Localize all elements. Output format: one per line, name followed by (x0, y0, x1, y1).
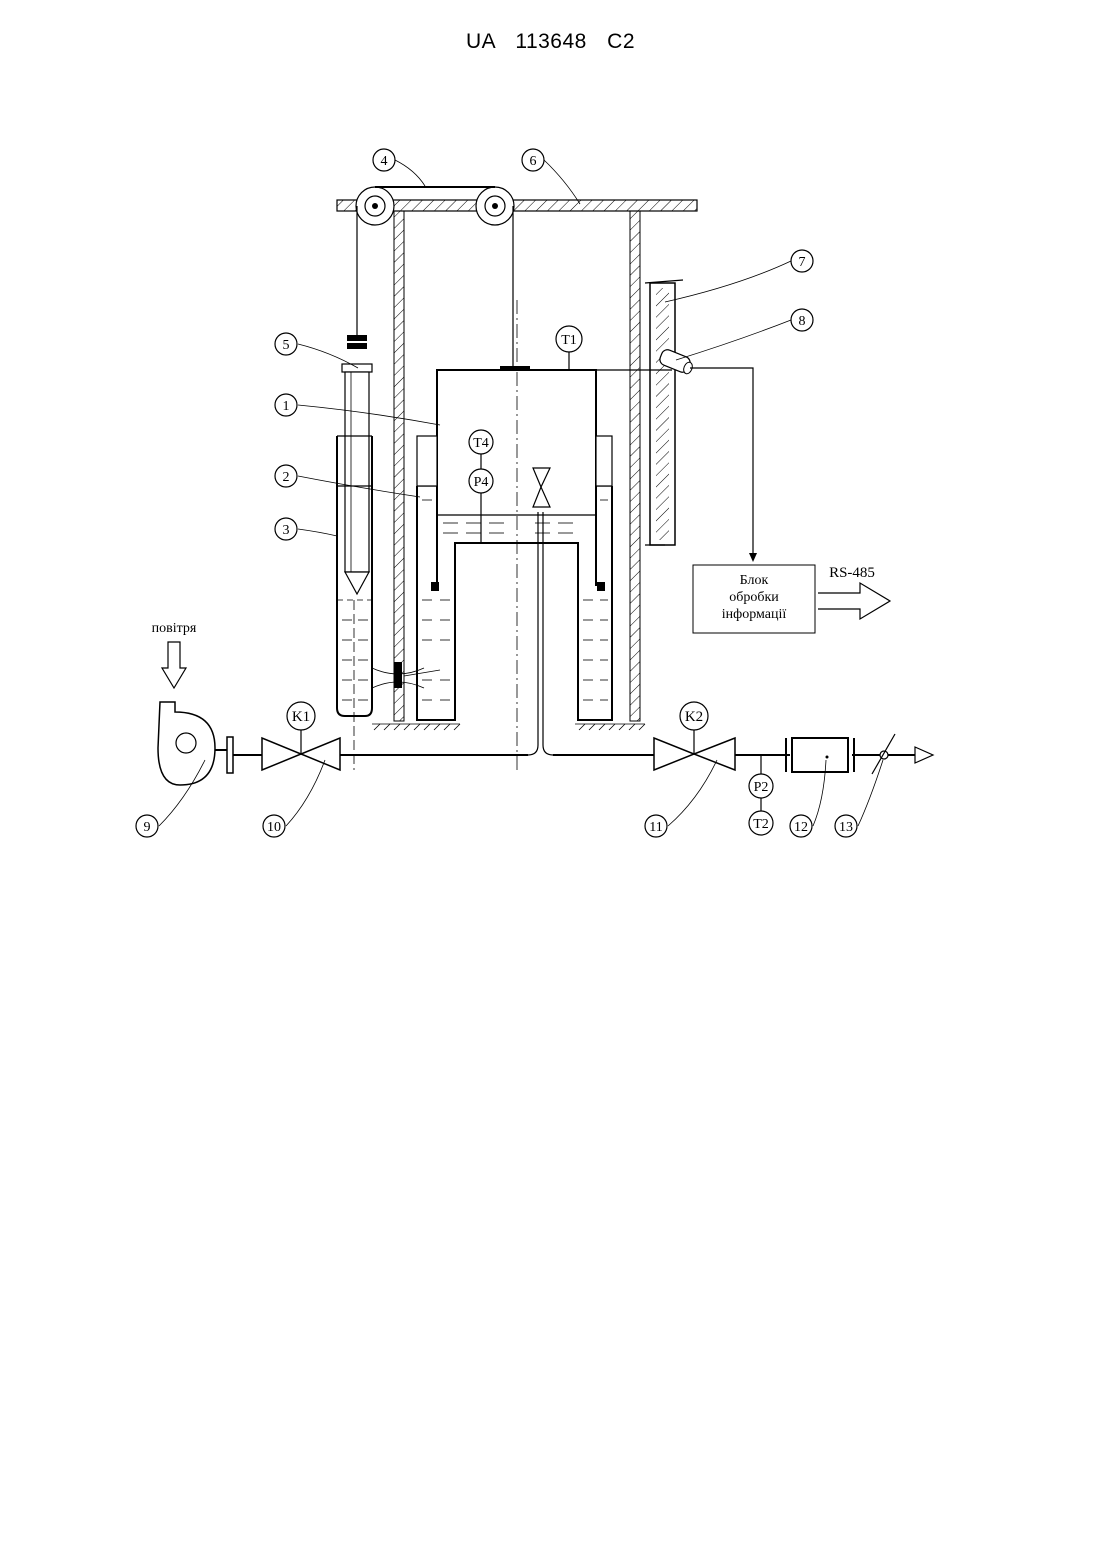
probe (342, 335, 372, 594)
sensor-t4-p4: T4 P4 (469, 430, 493, 543)
bubble-jet (372, 662, 440, 688)
callout-9: 9 (136, 815, 158, 837)
svg-text:10: 10 (267, 820, 281, 835)
svg-text:7: 7 (799, 255, 806, 270)
callout-8: 8 (791, 309, 813, 331)
air-label: повітря (152, 621, 197, 636)
callout-5: 5 (275, 333, 297, 355)
fan (158, 702, 233, 785)
svg-text:3: 3 (283, 523, 290, 538)
info-processing-block: Блок обробки інформації (693, 565, 815, 633)
callout-3: 3 (275, 518, 297, 540)
svg-text:2: 2 (283, 470, 290, 485)
svg-text:1: 1 (283, 399, 290, 414)
valve-k1-label: K1 (292, 709, 310, 725)
callout-2: 2 (275, 465, 297, 487)
part-numbers: 1 2 3 4 5 6 7 8 9 10 11 12 13 (136, 149, 857, 837)
callout-11: 11 (645, 815, 667, 837)
svg-text:13: 13 (839, 820, 853, 835)
callout-4: 4 (373, 149, 395, 171)
sensor-t4-label: T4 (473, 436, 489, 451)
sensor-t2-label: T2 (753, 817, 769, 832)
valve-k2-label: K2 (685, 709, 703, 725)
rs485-arrow-icon (818, 583, 890, 619)
ground-hatch (372, 724, 645, 730)
svg-text:11: 11 (649, 820, 662, 835)
position-sensor (596, 348, 757, 562)
sensor-t1: T1 (556, 326, 582, 370)
annular-bath (417, 486, 612, 720)
callout-6: 6 (522, 149, 544, 171)
svg-text:12: 12 (794, 820, 808, 835)
air-arrow-icon (162, 642, 186, 688)
callout-10: 10 (263, 815, 285, 837)
leader-lines (159, 160, 883, 826)
svg-text:4: 4 (381, 154, 388, 169)
column-wall-right (630, 211, 640, 721)
liquid-bath-marks (422, 500, 608, 700)
bell (417, 366, 612, 586)
svg-text:6: 6 (530, 154, 537, 169)
callout-12: 12 (790, 815, 812, 837)
callout-1: 1 (275, 394, 297, 416)
sensor-p4-label: P4 (474, 475, 489, 490)
scale (645, 280, 683, 545)
pulley-right (476, 187, 514, 225)
block-label-line1: Блок (740, 573, 769, 588)
valve-k2: K2 (654, 702, 735, 770)
valve-k1: K1 (262, 702, 340, 770)
sensor-p2-label: P2 (754, 780, 769, 795)
flowmeter (786, 738, 854, 772)
pulley-left (356, 187, 394, 225)
central-pipe (533, 468, 550, 745)
sensor-p2-t2: P2 T2 (749, 755, 773, 835)
svg-text:5: 5 (283, 338, 290, 353)
sensor-t1-label: T1 (561, 333, 577, 348)
liquid-tube-marks (342, 620, 368, 700)
svg-text:8: 8 (799, 314, 806, 329)
block-label-line2: обробки (729, 590, 779, 605)
svg-text:9: 9 (144, 820, 151, 835)
rs485-label: RS-485 (829, 565, 875, 581)
callout-7: 7 (791, 250, 813, 272)
callout-13: 13 (835, 815, 857, 837)
column-wall-left (394, 211, 404, 721)
block-label-line3: інформації (722, 607, 787, 622)
